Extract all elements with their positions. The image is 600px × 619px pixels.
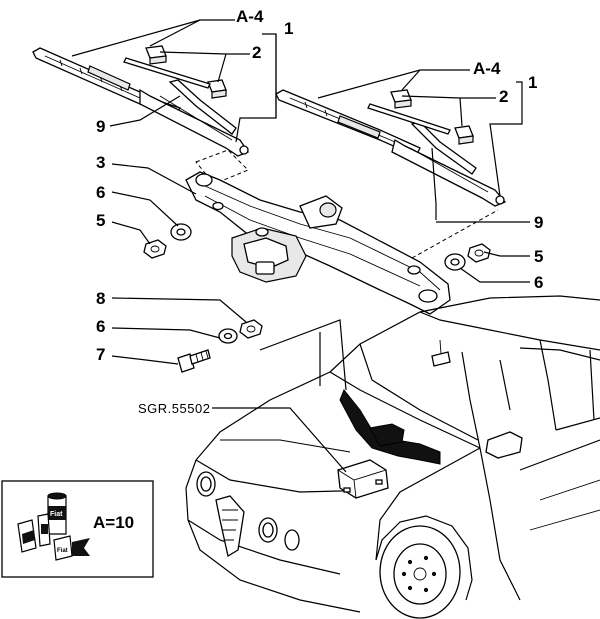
label-2-right: 2 (499, 87, 508, 106)
label-sgr-part-number: SGR.55502 (138, 401, 210, 416)
label-9-left: 9 (96, 117, 105, 136)
label-7: 7 (96, 345, 105, 364)
right-arm-to-linkage-dashes (411, 209, 499, 259)
washer-6-lower (218, 328, 238, 344)
nut-8 (239, 319, 263, 339)
can-label: Fiat (50, 511, 63, 518)
wiper-linkage-assembly (185, 171, 451, 315)
left-wiper-rod-9 (168, 79, 237, 135)
bolt-7 (177, 349, 211, 373)
label-6-right: 6 (534, 273, 543, 292)
right-clips-2 (367, 89, 474, 145)
label-1-right: 1 (528, 73, 537, 92)
label-a4-top: A-4 (236, 7, 264, 26)
label-5-right: 5 (534, 247, 543, 266)
product-box-icon: Fiat (17, 513, 90, 561)
label-9-right: 9 (534, 213, 543, 232)
label-6-lower: 6 (96, 317, 105, 336)
car-outline (185, 295, 600, 619)
left-wiper-arm (139, 88, 249, 157)
label-1-top: 1 (284, 19, 293, 38)
left-clips-2 (123, 45, 227, 99)
nut-5-right (467, 243, 491, 263)
label-6-left: 6 (96, 183, 105, 202)
label-a4-right: A-4 (473, 59, 501, 78)
right-wiper-blade (275, 89, 421, 157)
washer-6-left (170, 223, 192, 241)
nut-5-left (143, 239, 167, 259)
label-5-left: 5 (96, 211, 105, 230)
adhesive-inset-box: Fiat Fiat A=10 (1, 480, 154, 578)
label-3: 3 (96, 153, 105, 172)
box-label: Fiat (57, 548, 68, 554)
leader-lines (71, 19, 530, 473)
label-a10: A=10 (93, 513, 134, 532)
washer-6-right (444, 253, 466, 271)
sealant-can-icon: Fiat (47, 492, 67, 535)
label-2-top: 2 (252, 43, 261, 62)
label-8: 8 (96, 289, 105, 308)
